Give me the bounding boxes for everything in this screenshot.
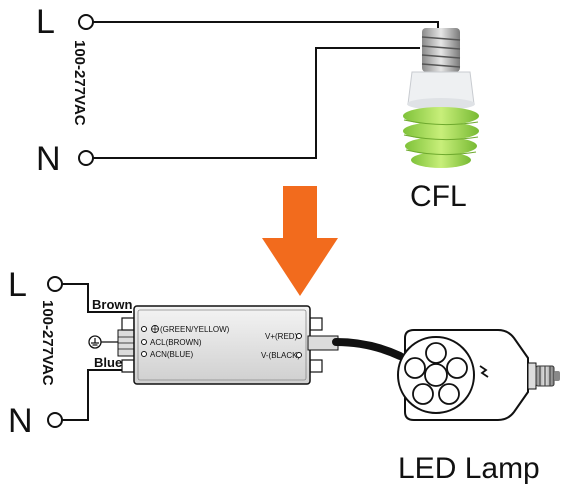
bottom-neutral-wire: [62, 369, 132, 421]
driver-acn-label: ACN(BLUE): [150, 350, 193, 359]
top-l-terminal: [78, 14, 94, 30]
cfl-section: L N 100-277VAC: [36, 3, 479, 213]
bottom-voltage-label: 100-277VAC: [39, 300, 56, 386]
led-driver: (GREEN/YELLOW) ACL(BROWN) ACN(BLUE) V+(R…: [121, 305, 323, 385]
top-neutral-wire: [93, 47, 420, 159]
driver-ground-label: (GREEN/YELLOW): [160, 325, 230, 334]
led-section: L N 100-277VAC Brown Blue: [8, 266, 560, 485]
driver-vminus-label: V-(BLACK): [261, 351, 300, 360]
brown-wire-label: Brown: [92, 297, 133, 312]
bottom-l-terminal: [47, 276, 63, 292]
led-lamp: [397, 329, 560, 421]
down-arrow-icon: [262, 186, 338, 296]
cfl-bulb: [403, 28, 479, 168]
driver-vplus-label: V+(RED): [265, 332, 298, 341]
top-l-label: L: [36, 3, 55, 41]
top-n-label: N: [36, 140, 61, 178]
ground-symbol-icon: [88, 335, 102, 349]
bottom-live-wire: [62, 283, 132, 313]
bottom-n-label: N: [8, 402, 33, 440]
cfl-label: CFL: [410, 180, 467, 213]
bottom-n-terminal: [47, 412, 63, 428]
blue-wire-label: Blue: [94, 355, 122, 370]
led-lamp-label: LED Lamp: [398, 452, 540, 485]
top-voltage-label: 100-277VAC: [71, 40, 88, 126]
bottom-l-label: L: [8, 266, 27, 304]
top-n-terminal: [78, 150, 94, 166]
driver-acl-label: ACL(BROWN): [150, 338, 202, 347]
top-live-wire: [93, 21, 439, 34]
led-lamp-base: [535, 365, 560, 387]
